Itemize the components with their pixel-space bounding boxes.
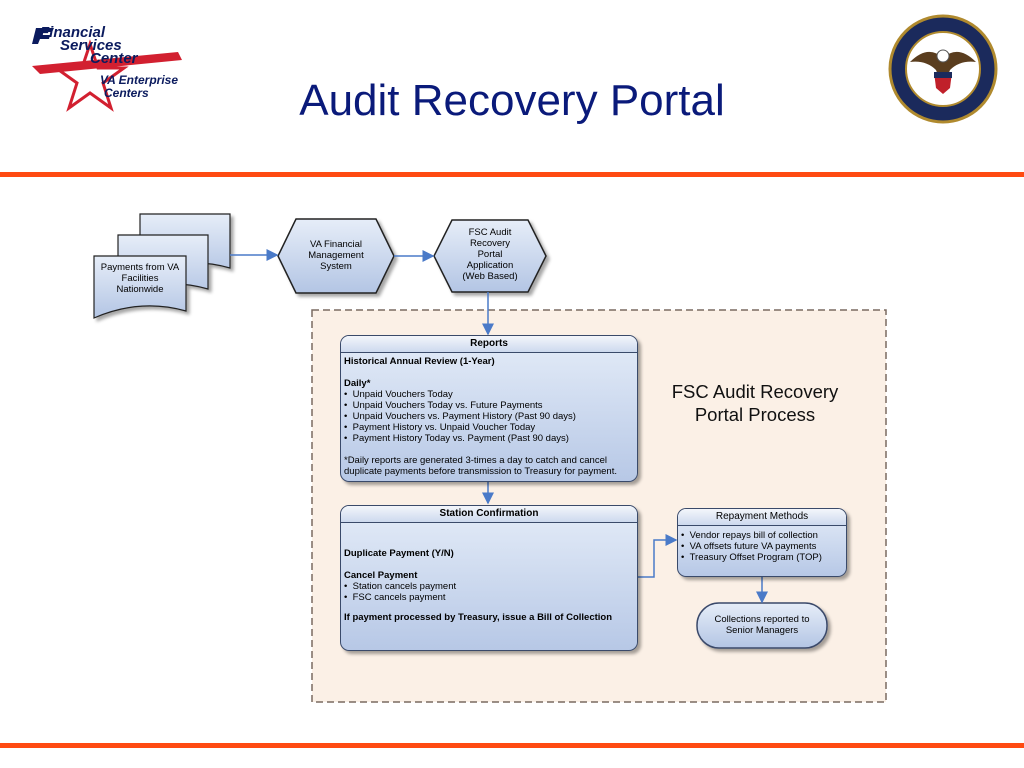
bottom-divider	[0, 743, 1024, 748]
fsc-star-icon	[32, 28, 182, 112]
portal-app-line: Application	[466, 260, 514, 271]
portal-app-line: FSC Audit	[468, 227, 512, 238]
arrow-station-to-repayment	[637, 534, 678, 578]
footnote-line: *Daily reports are generated 3-times a d…	[344, 455, 607, 466]
logo-sub-2: Centers	[104, 86, 149, 100]
vfms-label: VA Financial Management System	[288, 239, 384, 272]
logo-line-3: Center	[90, 50, 138, 67]
collections-line: Senior Managers	[725, 625, 799, 636]
historical-review: Historical Annual Review (1-Year)	[344, 356, 495, 367]
duplicate-payment: Duplicate Payment (Y/N)	[344, 548, 454, 559]
process-title: FSC Audit Recovery Portal Process	[640, 380, 870, 426]
daily-item: Unpaid Vouchers Today	[344, 389, 634, 400]
va-seal-icon	[888, 14, 998, 124]
collections-line: Collections reported to	[714, 614, 810, 625]
reports-header: Reports	[341, 336, 637, 353]
vfms-line: VA Financial	[309, 239, 363, 250]
station-header: Station Confirmation	[341, 506, 637, 523]
footnote-line: duplicate payments before transmission t…	[344, 466, 617, 477]
portal-app-line: Recovery	[469, 238, 511, 249]
daily-title: Daily*	[344, 378, 371, 389]
source-documents-shape	[93, 213, 231, 319]
collections-label: Collections reported to Senior Managers	[697, 614, 827, 636]
portal-app-line: Portal	[477, 249, 503, 260]
reports-box: Reports Historical Annual Review (1-Year…	[340, 335, 638, 482]
fsc-logo: Financial Services Center VA Enterprise …	[28, 22, 198, 112]
repayment-methods-box: Repayment Methods Vendor repays bill of …	[677, 508, 847, 577]
logo-line-2: Services	[60, 37, 122, 54]
daily-item: Unpaid Vouchers vs. Payment History (Pas…	[344, 411, 634, 422]
source-docs-line: Nationwide	[116, 284, 164, 295]
repayment-item: Vendor repays bill of collection	[681, 530, 843, 541]
top-divider	[0, 172, 1024, 177]
treasury-note: If payment processed by Treasury, issue …	[344, 612, 613, 623]
cancel-item: FSC cancels payment	[344, 592, 634, 603]
portal-app-line: (Web Based)	[462, 271, 518, 282]
portal-app-label: FSC Audit Recovery Portal Application (W…	[440, 227, 540, 282]
daily-item: Payment History vs. Unpaid Voucher Today	[344, 422, 634, 433]
logo-line-1: Financial	[40, 24, 106, 41]
daily-item: Payment History Today vs. Payment (Past …	[344, 433, 634, 444]
source-documents-label: Payments from VA Facilities Nationwide	[94, 262, 186, 295]
repayment-item: Treasury Offset Program (TOP)	[681, 552, 843, 563]
cancel-payment-title: Cancel Payment	[344, 570, 418, 581]
process-title-line: FSC Audit Recovery	[671, 381, 839, 402]
vfms-line: Management	[308, 250, 364, 261]
repayment-header: Repayment Methods	[678, 509, 846, 526]
page-title: Audit Recovery Portal	[299, 76, 725, 125]
station-confirmation-box: Station Confirmation Duplicate Payment (…	[340, 505, 638, 651]
cancel-item: Station cancels payment	[344, 581, 634, 592]
repayment-item: VA offsets future VA payments	[681, 541, 843, 552]
logo-sub-1: VA Enterprise	[100, 73, 179, 87]
va-seal	[888, 14, 998, 124]
process-title-line: Portal Process	[694, 404, 816, 425]
source-docs-line: Payments from VA	[100, 262, 180, 273]
source-docs-line: Facilities	[121, 273, 159, 284]
vfms-line: System	[320, 261, 352, 272]
daily-item: Unpaid Vouchers Today vs. Future Payment…	[344, 400, 634, 411]
